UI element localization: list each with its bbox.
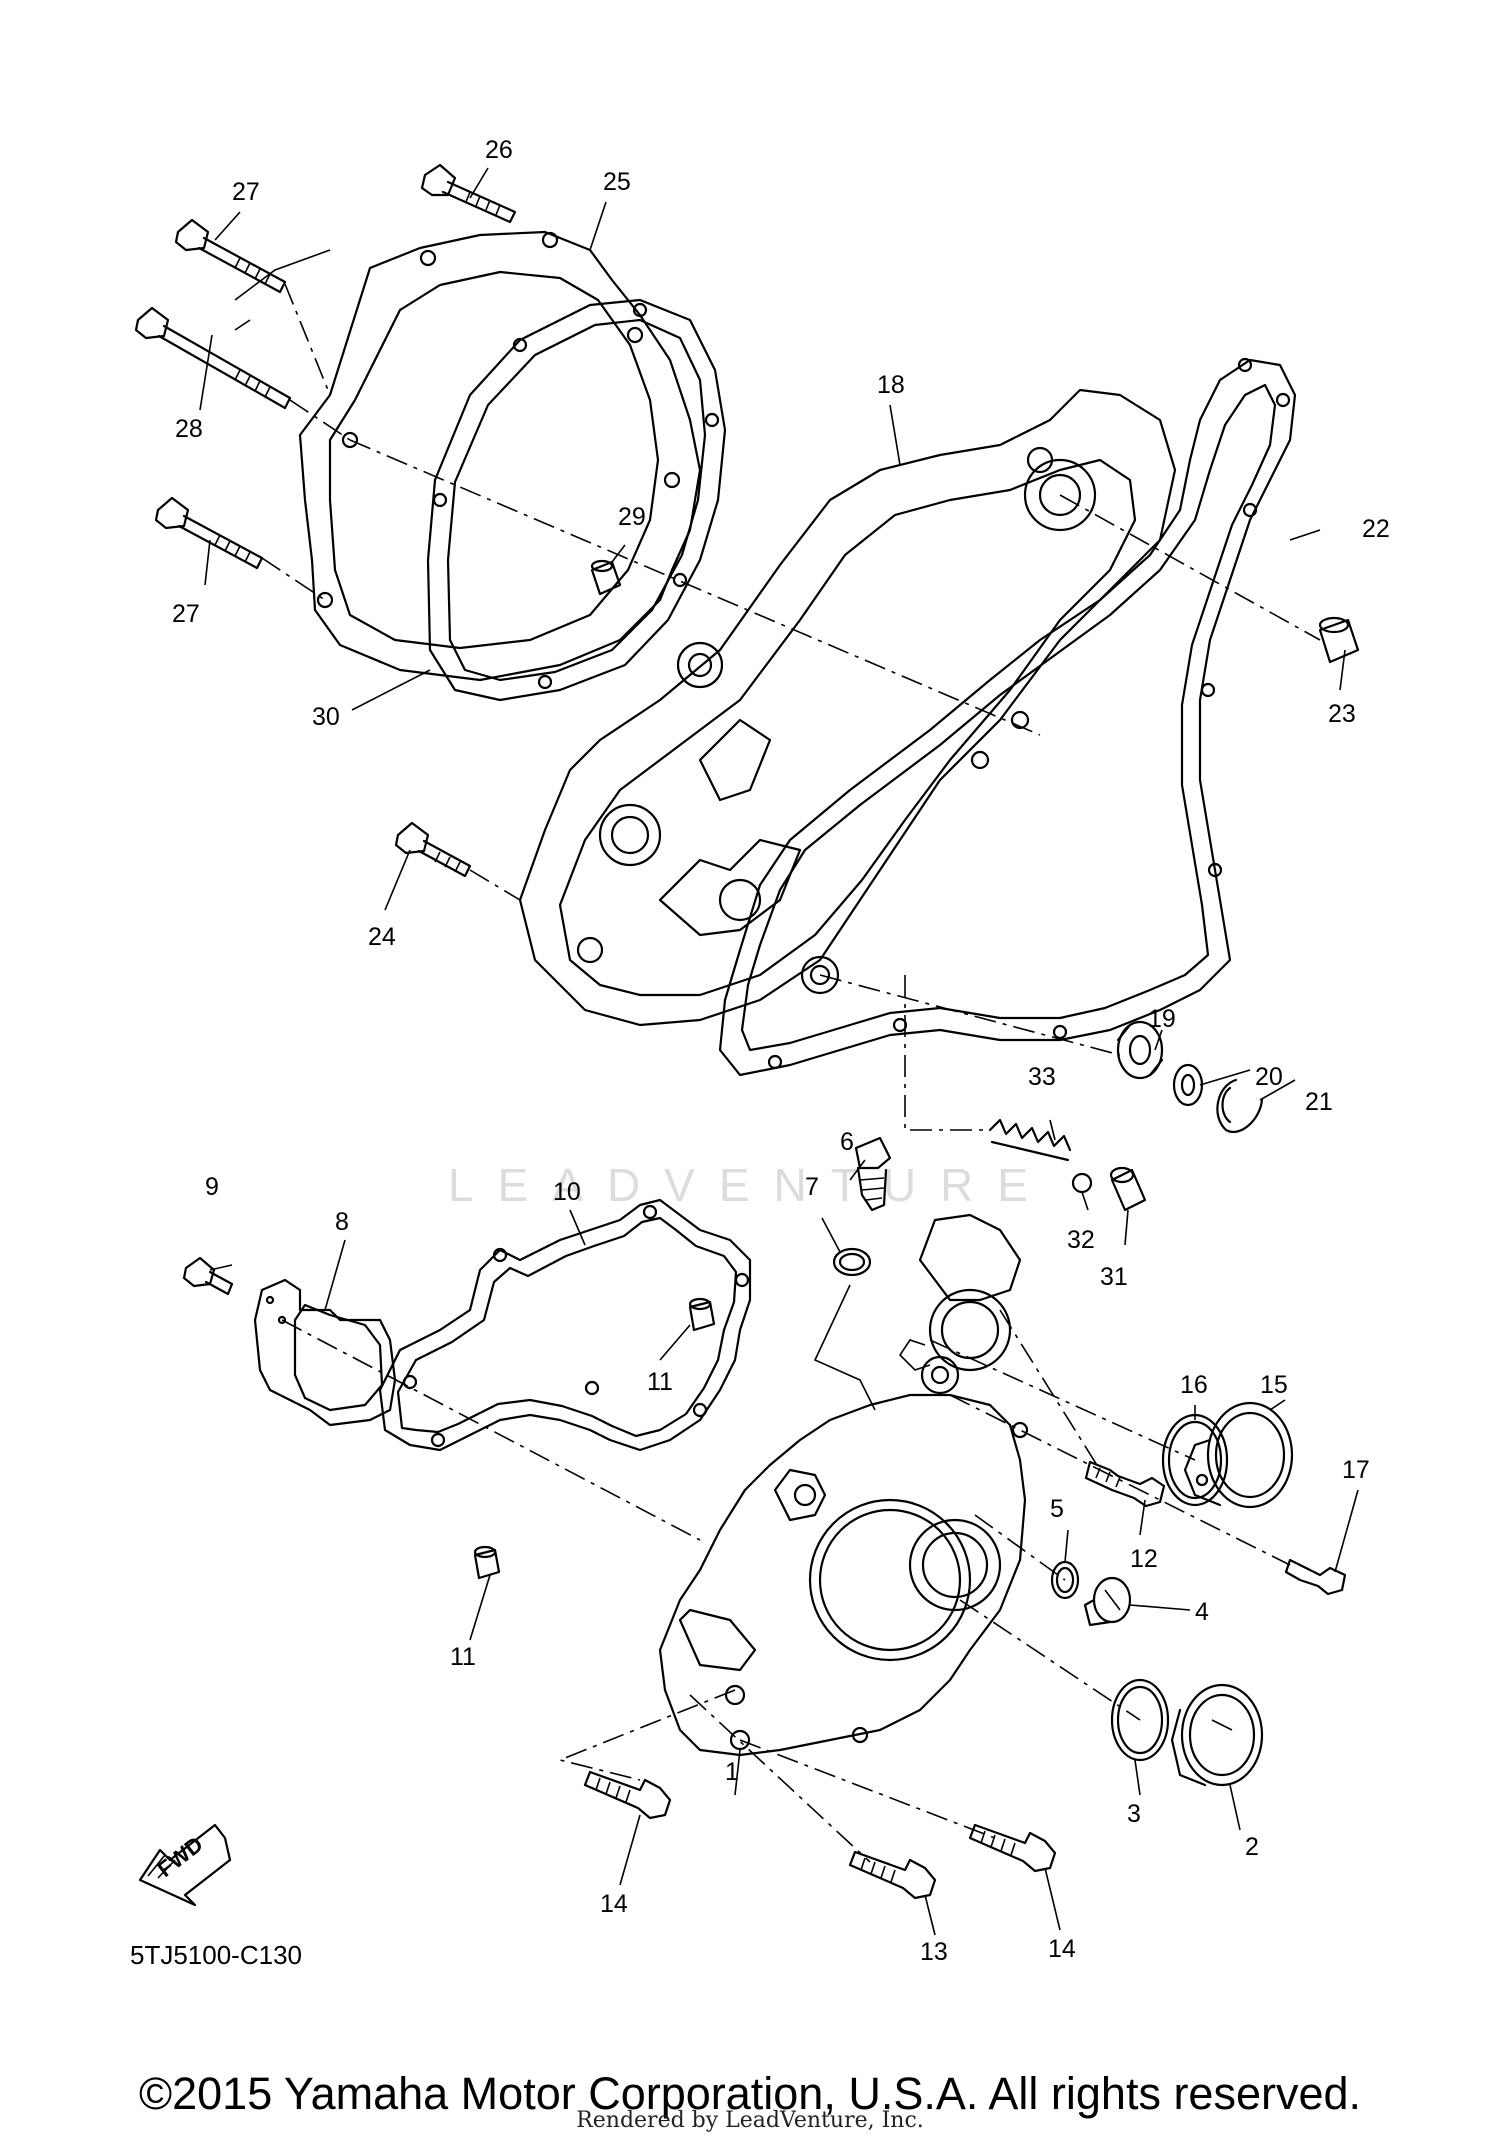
rendered-by-notice: Rendered by LeadVenture, Inc. (576, 2108, 924, 2133)
bolt-12[interactable] (1084, 1460, 1166, 1508)
part-number-9: 9 (205, 1173, 219, 1201)
circlip-21[interactable] (1216, 1078, 1264, 1133)
clutch-cover-gasket[interactable] (426, 298, 727, 702)
part-number-8: 8 (335, 1208, 349, 1236)
bolt-27-lower[interactable] (154, 496, 264, 570)
part-number-11-lower: 11 (450, 1643, 476, 1671)
part-number-12: 12 (1130, 1545, 1158, 1573)
right-side-cover[interactable] (658, 1213, 1029, 1757)
spring-33[interactable] (988, 1118, 1072, 1162)
part-number-2: 2 (1245, 1833, 1259, 1861)
part-number-13: 13 (920, 1938, 948, 1966)
o-ring-7[interactable] (832, 1247, 872, 1277)
part-number-25: 25 (603, 168, 631, 196)
part-number-15: 15 (1260, 1371, 1288, 1399)
bolt-26[interactable] (420, 163, 517, 224)
dowel-11-upper[interactable] (688, 1297, 716, 1332)
part-number-11-upper: 11 (647, 1368, 673, 1396)
fwd-arrow-icon: FWD (138, 1823, 232, 1907)
part-number-1: 1 (725, 1758, 739, 1786)
part-number-16: 16 (1180, 1371, 1208, 1399)
bolt-27-upper[interactable] (174, 218, 287, 294)
collar-23[interactable] (1318, 616, 1360, 664)
plug-4[interactable] (1083, 1576, 1132, 1627)
fwd-label: FWD (153, 1831, 208, 1882)
water-jacket-plate[interactable] (253, 1278, 397, 1427)
water-pump-gasket[interactable] (378, 1198, 752, 1452)
dowel-pin-29[interactable] (590, 559, 622, 596)
cap-15[interactable] (1183, 1401, 1294, 1509)
part-number-29: 29 (618, 503, 646, 531)
part-number-26: 26 (485, 136, 513, 164)
part-number-24: 24 (368, 923, 396, 951)
ball-32[interactable] (1071, 1172, 1093, 1194)
washer-20[interactable] (1172, 1063, 1204, 1107)
part-number-5: 5 (1050, 1495, 1064, 1523)
bolt-9[interactable] (182, 1256, 234, 1296)
cap-2[interactable] (1170, 1683, 1264, 1787)
part-number-31: 31 (1100, 1263, 1128, 1291)
dowel-11-lower[interactable] (473, 1545, 501, 1580)
watermark: LEADVENTURE (448, 1159, 1052, 1211)
part-number-21: 21 (1305, 1088, 1333, 1116)
clutch-cover-outer[interactable] (298, 230, 702, 682)
part-number-17: 17 (1342, 1456, 1370, 1484)
part-number-3: 3 (1127, 1800, 1141, 1828)
part-number-23: 23 (1328, 700, 1356, 728)
crankcase-cover-gasket[interactable] (718, 357, 1297, 1077)
part-number-4: 4 (1195, 1598, 1209, 1626)
part-number-20: 20 (1255, 1063, 1283, 1091)
bolt-17[interactable] (1284, 1558, 1347, 1596)
part-number-33: 33 (1028, 1063, 1056, 1091)
part-number-labels: 1 2 3 4 5 6 7 8 9 10 11 11 12 13 14 14 1… (172, 136, 1390, 1966)
oil-seal-19[interactable] (1116, 1020, 1164, 1080)
part-number-14-left: 14 (600, 1890, 628, 1918)
o-ring-3[interactable] (1110, 1678, 1170, 1762)
leader-lines (199, 167, 1359, 1936)
copyright-notice: ©2015 Yamaha Motor Corporation, U.S.A. A… (138, 2068, 1362, 2119)
alignment-lines (234, 249, 1321, 1863)
part-number-27-upper: 27 (232, 178, 260, 206)
diagram-code: 5TJ5100-C130 (130, 1940, 302, 1970)
part-number-22: 22 (1362, 515, 1390, 543)
part-number-19: 19 (1148, 1005, 1176, 1033)
part-number-7: 7 (805, 1173, 819, 1201)
part-number-27-lower: 27 (172, 600, 200, 628)
part-number-32: 32 (1067, 1226, 1095, 1254)
drain-bolt-6[interactable] (854, 1136, 892, 1212)
bolt-14-right[interactable] (968, 1823, 1057, 1873)
part-number-6: 6 (840, 1128, 854, 1156)
part-number-30: 30 (312, 703, 340, 731)
collar-31[interactable] (1109, 1166, 1147, 1212)
bolt-13[interactable] (848, 1850, 937, 1900)
part-number-10: 10 (553, 1178, 581, 1206)
bolt-14-left[interactable] (583, 1770, 672, 1820)
crankcase-cover[interactable] (518, 388, 1177, 1027)
part-number-14-right: 14 (1048, 1935, 1076, 1963)
part-number-28: 28 (175, 415, 203, 443)
part-number-18: 18 (877, 371, 905, 399)
bolt-28[interactable] (134, 306, 292, 410)
bolt-24[interactable] (394, 821, 472, 878)
